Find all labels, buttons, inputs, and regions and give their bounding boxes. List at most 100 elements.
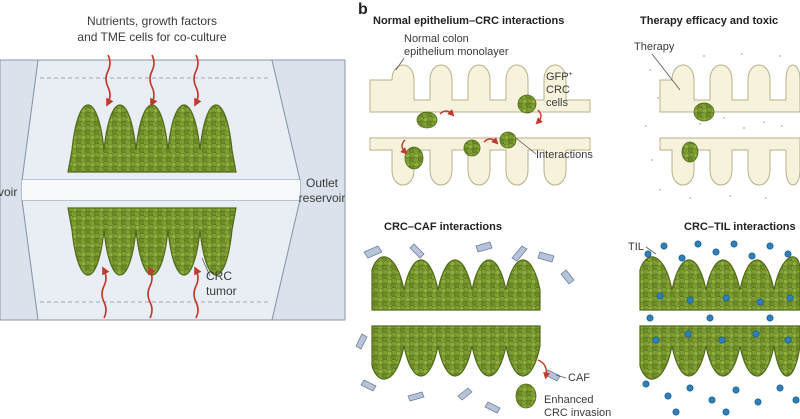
- q2-title: Therapy efficacy and toxic: [640, 15, 778, 27]
- q3-lower-tumor: [371, 325, 541, 380]
- therapy-dot: [765, 197, 767, 199]
- caf-cell: [355, 333, 368, 350]
- til-cell: [644, 250, 652, 258]
- caf-cell: [407, 391, 425, 402]
- q1-lower-epithelium: [369, 137, 591, 186]
- q3-caf-leader: [555, 374, 567, 379]
- therapy-dot: [651, 159, 653, 161]
- q1-monolayer-leader: [395, 57, 405, 71]
- q2-upper-epithelium: [659, 64, 800, 113]
- q2-epithelium: [659, 64, 800, 186]
- nutrient-arrow-4: [101, 266, 110, 319]
- til-cell: [784, 336, 792, 344]
- outlet-label-line1: Outlet: [306, 176, 339, 190]
- q3-title: CRC–CAF interactions: [384, 221, 502, 233]
- til-cell: [756, 298, 764, 306]
- q1-epithelium: [369, 64, 591, 186]
- q3-invasion-arrow: [537, 359, 551, 380]
- q2-therapy-leader: [651, 53, 681, 91]
- caf-cell: [360, 379, 377, 392]
- til-cell: [786, 294, 794, 302]
- til-cell: [646, 314, 654, 322]
- til-cell: [712, 248, 720, 256]
- q4-title: CRC–TIL interactions: [684, 221, 796, 233]
- q1-interaction-arrow-4: [535, 109, 543, 125]
- til-cell: [694, 240, 702, 248]
- q3-invasion-label-line2: CRC invasion: [544, 407, 611, 419]
- q3-invasion-label-line1: Enhanced: [544, 394, 594, 406]
- q1-interaction-arrows: [400, 109, 543, 155]
- til-cell: [672, 408, 680, 416]
- q4-tumor: [639, 256, 800, 380]
- tumor-label-line1: CRC: [206, 269, 232, 283]
- therapy-dot: [723, 117, 725, 119]
- caf-cell: [363, 245, 383, 259]
- q1-crc-cluster-5: [499, 131, 517, 149]
- q3-caf-label: CAF: [568, 372, 590, 384]
- outlet-label-line2: reservoir: [299, 191, 346, 205]
- therapy-dot: [781, 125, 783, 127]
- therapy-dot: [703, 55, 705, 57]
- therapy-dot: [743, 127, 745, 129]
- nutrient-arrow-5: [147, 266, 156, 319]
- nutrient-arrow-2: [149, 54, 158, 107]
- q2-crc-clusters: [681, 102, 715, 163]
- til-cell: [776, 384, 784, 392]
- q1-gfp-label-line3: cells: [546, 97, 569, 109]
- q1-monolayer-label-line2: epithelium monolayer: [404, 46, 509, 58]
- caf-cell: [484, 401, 501, 414]
- upper-crc-tumor: [67, 104, 237, 173]
- q3-caf-cells: [355, 241, 575, 414]
- q1-crc-clusters: [404, 94, 537, 170]
- til-cell: [766, 314, 774, 322]
- q1-monolayer-label-line1: Normal colon: [404, 33, 469, 45]
- q4-lower-tumor: [639, 325, 800, 380]
- caf-cell: [409, 243, 425, 259]
- til-cell: [708, 396, 716, 404]
- therapy-dot: [657, 97, 659, 99]
- til-cell: [722, 408, 730, 416]
- q4-til-leader: [645, 246, 657, 255]
- til-cell: [730, 240, 738, 248]
- q3-invading-crc: [515, 383, 537, 409]
- caf-cell: [537, 251, 555, 263]
- til-cell: [748, 252, 756, 260]
- panel-a-top-label-line1: Nutrients, growth factors: [87, 14, 217, 28]
- central-channel: [22, 180, 300, 200]
- panel-b-letter: b: [358, 1, 368, 18]
- til-cell: [686, 296, 694, 304]
- therapy-dot: [779, 55, 781, 57]
- therapy-dot: [763, 121, 765, 123]
- therapy-dot: [729, 195, 731, 197]
- inlet-reservoir-label: voir: [0, 185, 17, 199]
- q1-title: Normal epithelium–CRC interactions: [373, 15, 564, 27]
- til-cell: [754, 398, 762, 406]
- q1-gfp-label-line2: CRC: [546, 84, 570, 96]
- q3-tumor: [371, 256, 541, 409]
- til-cell: [706, 314, 714, 322]
- til-cell: [784, 250, 792, 258]
- til-cell: [718, 336, 726, 344]
- panel-a-top-label-line2: and TME cells for co-culture: [77, 30, 226, 44]
- q2-therapy-label: Therapy: [634, 41, 675, 53]
- til-cell: [766, 242, 774, 250]
- q2-crc-cluster-2: [681, 141, 699, 163]
- tumor-label-line2: tumor: [206, 284, 237, 298]
- lower-crc-tumor: [67, 207, 237, 276]
- q1-crc-cluster-1: [416, 111, 438, 129]
- til-cell: [660, 242, 668, 250]
- panel-b: b Normal epithelium–CRC interactions Nor…: [355, 1, 800, 419]
- til-cell: [722, 294, 730, 302]
- therapy-dot: [741, 53, 743, 55]
- til-cell: [652, 336, 660, 344]
- q1-interaction-arrow-3: [483, 137, 499, 145]
- q1-gfp-label-line1: GFP+: [546, 71, 573, 83]
- q4-til-label: TIL: [628, 241, 644, 253]
- til-cell: [656, 292, 664, 300]
- q2-therapy-dots: [645, 53, 783, 199]
- q4-upper-tumor: [639, 256, 800, 311]
- caf-cell: [475, 241, 493, 253]
- q1-interaction-arrow-1: [439, 109, 455, 117]
- til-cell: [792, 396, 800, 404]
